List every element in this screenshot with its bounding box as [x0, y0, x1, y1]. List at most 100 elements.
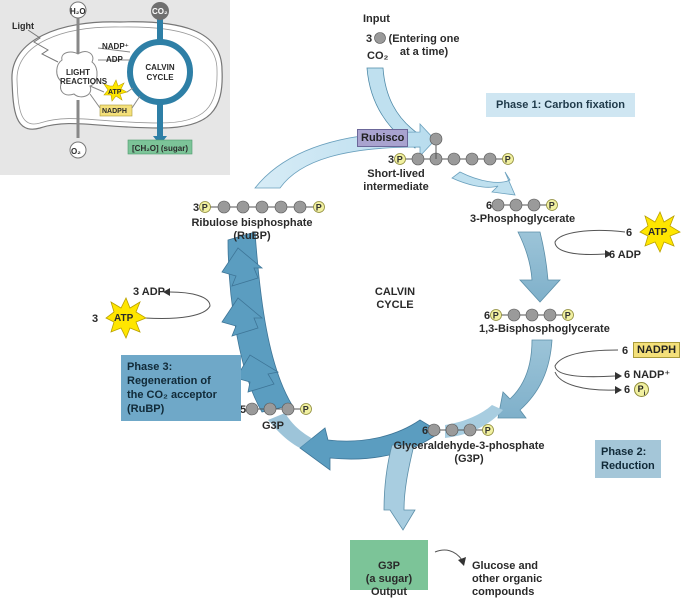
calvin-cycle-center-label: CALVIN CYCLE: [365, 286, 425, 312]
inset-atp-label: ATP: [108, 89, 122, 96]
input-note-line1: (Entering one: [388, 33, 460, 45]
phase3-atp-star-icon: [105, 297, 147, 339]
intermediate-carbon: [465, 152, 479, 166]
pga-phosphate: [546, 199, 558, 211]
phase3-atp-label: ATP: [114, 313, 134, 324]
calvin-center-line1: CALVIN: [374, 286, 416, 298]
phosphorylation-arrow: [517, 231, 561, 303]
inset-co2-label: CO₂: [152, 7, 168, 16]
output-molecule-label: G3P (a sugar): [350, 560, 428, 586]
phase2-adp-label: 6 ADP: [609, 249, 641, 261]
g3p-carbon: [427, 423, 441, 437]
o2-circle: [69, 141, 87, 159]
pga-label: 3-Phosphoglycerate: [470, 213, 576, 225]
inset-light-reactions-line2: REACTIONS: [60, 77, 108, 86]
input-count: 3: [366, 33, 373, 45]
inset-nadp-label: NADP⁺: [102, 42, 129, 51]
phase2-atp-star-icon: [639, 211, 681, 253]
phase3-atp-curve: [144, 291, 211, 319]
rubp-carbon: [274, 200, 288, 214]
inset-light-label: Light: [12, 21, 34, 31]
pga-carbon: [491, 198, 505, 212]
reduction-arrow: [497, 339, 553, 419]
g3p-label-line1: Glyceraldehyde-3-phosphate: [393, 440, 545, 452]
g3p-recycled-phosphate-label: P: [303, 405, 309, 415]
output-box: [350, 540, 428, 590]
bpg-label: 1,3-Bisphosphoglycerate: [479, 323, 610, 335]
inset-light-reactions-label: LIGHT REACTIONS: [60, 68, 107, 86]
g3p-recycled-label: G3P: [262, 420, 285, 432]
rubp-phosphate-label: P: [316, 203, 322, 213]
output-label: Output: [370, 586, 408, 598]
intermediate-carbon: [447, 152, 461, 166]
phase2-label: Phase 2: Reduction: [595, 440, 661, 478]
rubp-carbon: [255, 200, 269, 214]
inset-nadph-label: NADPH: [102, 108, 127, 115]
phase3-adp-label: 3 ADP: [133, 286, 165, 298]
g3p-phosphate: [482, 424, 494, 436]
inset-calvin-line1: CALVIN: [145, 63, 175, 72]
inset-atp-star-icon: [103, 79, 128, 102]
bpg-count: 6: [484, 310, 490, 322]
rubp-phosphate: [313, 201, 325, 213]
chloroplast-diagram: [11, 1, 223, 159]
output-name-line2: (a sugar): [365, 573, 413, 585]
phase2-nadph-curve: [554, 349, 619, 378]
phase2-pi-icon: Pi: [634, 382, 649, 397]
pga-carbon: [509, 198, 523, 212]
phase1-label: Phase 1: Carbon fixation: [486, 93, 635, 117]
g3p-recycled-phosphate: [300, 403, 312, 415]
phase3-atp-count: 3: [92, 313, 99, 325]
bpg-phosphate-label: P: [565, 311, 571, 321]
g3p-recycled-carbon: [281, 402, 295, 416]
regeneration-arrowhead-1: [221, 247, 264, 287]
inset-calvin-line2: CYCLE: [146, 73, 174, 82]
intermediate-phosphate-label: P: [505, 155, 511, 165]
phase2-nadph-box: NADPH: [633, 342, 681, 358]
output-name-line1: G3P: [377, 560, 400, 572]
inset-adp-label: ADP: [106, 55, 123, 64]
bpg-carbon: [507, 308, 521, 322]
calvin-center-line2: CYCLE: [376, 299, 414, 311]
phase3-line2: Regeneration of: [127, 375, 211, 387]
inset-light-reactions-line1: LIGHT: [66, 68, 90, 77]
output-product-curve: [434, 549, 463, 561]
phase2-pi-count: 6: [624, 384, 631, 396]
rubisco-enzyme-label: Rubisco: [357, 129, 409, 147]
phase2-line2: Reduction: [601, 460, 655, 472]
regeneration-arrowhead-3: [235, 354, 280, 393]
intermediate-carbon: [483, 152, 497, 166]
pga-carbon: [527, 198, 541, 212]
light-zigzag-icon: [27, 29, 59, 63]
products-line2: other organic: [472, 573, 543, 585]
g3p-recycled-count: 5: [240, 404, 246, 416]
intermediate-label-line2: intermediate: [363, 181, 429, 193]
inset-nadph-box: [99, 104, 133, 117]
rubp-label-line1: Ribulose bisphosphate: [191, 217, 313, 229]
intermediate-carbon: [411, 152, 425, 166]
h2o-circle: [69, 1, 87, 19]
inset-h2o-label: H₂O: [70, 7, 86, 16]
products-line3: compounds: [472, 586, 535, 598]
co2-circle: [151, 2, 169, 20]
products-line1: Glucose and: [472, 560, 539, 572]
intermediate-branch-carbon: [429, 132, 443, 146]
output-arrow: [383, 444, 416, 531]
phase3-line1: Phase 3:: [127, 361, 173, 373]
phase3-label: Phase 3: Regeneration of the CO₂ accepto…: [121, 355, 241, 421]
rubp-phosphate-label: P: [202, 203, 208, 213]
input-title: Input: [363, 13, 390, 25]
intermediate-label-line1: Short-lived: [367, 168, 425, 180]
inset-calvin-label: CALVIN CYCLE: [140, 63, 180, 83]
phase2-line1: Phase 2:: [601, 446, 647, 458]
intermediate-count: 3: [388, 154, 394, 166]
intermediate-phosphate-label: P: [397, 155, 403, 165]
bpg-carbon: [543, 308, 557, 322]
pga-phosphate-label: P: [549, 201, 555, 211]
chloroplast-inner-membrane: [16, 26, 218, 125]
inset-o2-label: O₂: [71, 147, 81, 156]
input-note-line2: at a time): [399, 46, 449, 58]
g3p-count: 6: [422, 425, 428, 437]
g3p-phosphate-label: P: [485, 426, 491, 436]
g3p-label-line2: (G3P): [454, 453, 484, 465]
